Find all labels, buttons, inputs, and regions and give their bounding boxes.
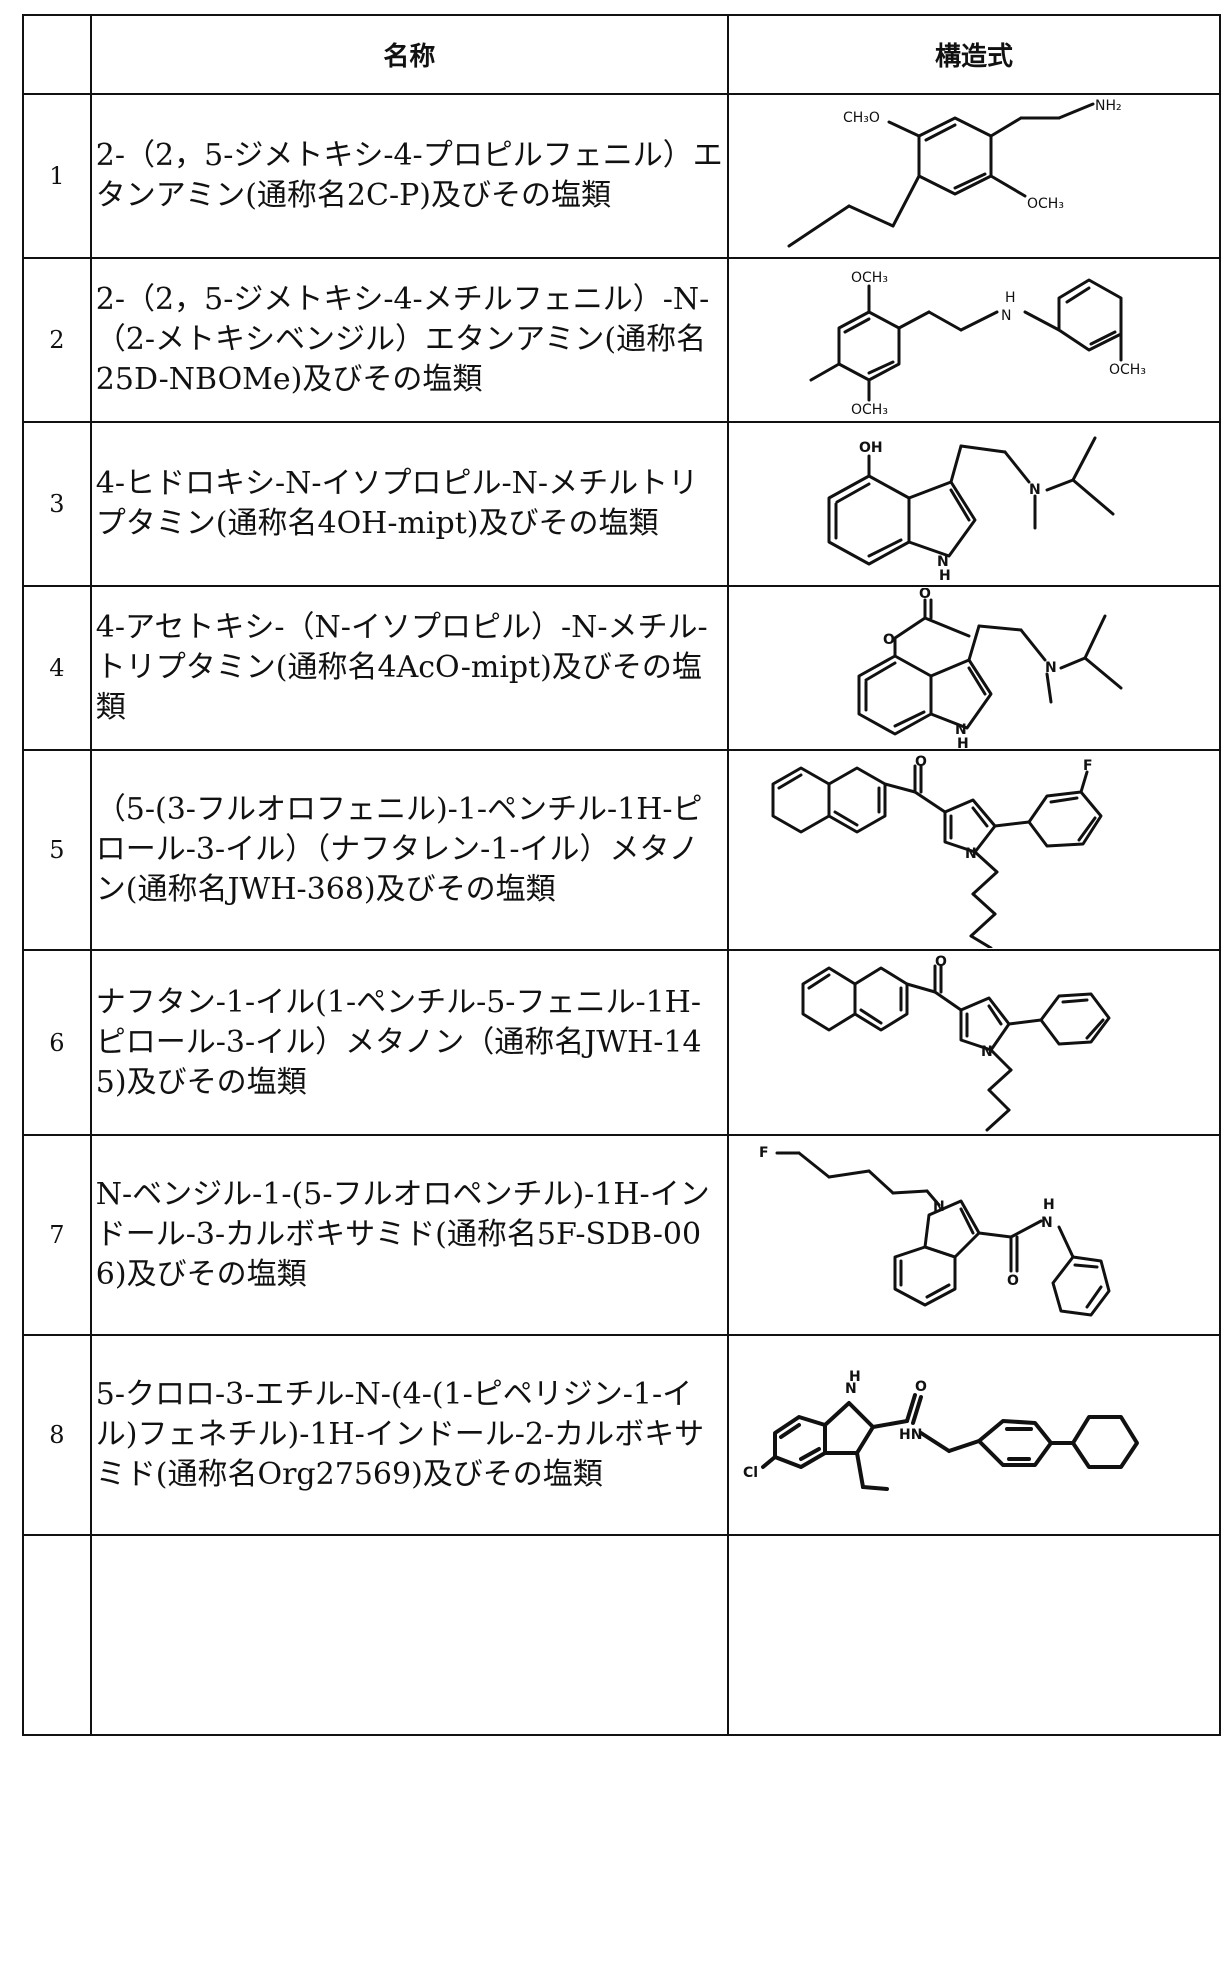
atom-label: N — [937, 554, 949, 570]
atom-label: OCH₃ — [851, 402, 888, 418]
chemical-structure-25d-nbome-icon: OCH₃ H N OCH₃ OCH₃ — [809, 270, 1146, 418]
table-row — [22, 1534, 1221, 1736]
row-number — [22, 1534, 92, 1736]
structure-cell: O O N N H — [726, 585, 1221, 751]
atom-label: O — [915, 754, 927, 770]
atom-label: OH — [859, 440, 883, 456]
chemical-structure-5f-sdb-006-icon: F N H N O — [759, 1145, 1111, 1317]
table-row: 2 2-（2，5-ジメトキシ-4-メチルフェニル）-N-（2-メトキシベンジル）… — [22, 257, 1221, 423]
table-header-row: 名称 構造式 — [22, 14, 1221, 95]
substance-name: （5-(3-フルオロフェニル)-1-ペンチル-1H-ピロール-3-イル）（ナフタ… — [89, 749, 729, 951]
atom-label: H — [957, 736, 969, 748]
chemical-structure-org27569-icon: N H O Cl HN — [743, 1369, 1139, 1491]
atom-label: OCH₃ — [1027, 196, 1064, 212]
structure-cell: O F N — [726, 749, 1221, 951]
atom-label: N — [1041, 1215, 1053, 1231]
atom-label: O — [915, 1379, 927, 1395]
atom-label: F — [759, 1145, 769, 1161]
table-row: 4 4-アセトキシ-（N-イソプロピル）-N-メチル-トリプタミン(通称名4Ac… — [22, 585, 1221, 751]
table-row: 6 ナフタン-1-イル(1-ペンチル-5-フェニル-1H-ピロール-3-イル）メ… — [22, 949, 1221, 1136]
atom-label: H — [1005, 290, 1016, 306]
structure-cell — [726, 1534, 1221, 1736]
atom-label: N — [933, 1199, 945, 1215]
row-number: 8 — [22, 1334, 92, 1536]
atom-label: H — [1043, 1197, 1055, 1213]
atom-label: O — [935, 954, 947, 970]
table-row: 7 N-ベンジル-1-(5-フルオロペンチル)-1H-インドール-3-カルボキサ… — [22, 1134, 1221, 1336]
table-row: 1 2-（2，5-ジメトキシ-4-プロピルフェニル）エタンアミン(通称名2C-P… — [22, 93, 1221, 259]
structure-cell: OH N N H — [726, 421, 1221, 587]
row-number: 6 — [22, 949, 92, 1136]
atom-label: Cl — [743, 1465, 758, 1481]
table-row: 8 5-クロロ-3-エチル-N-(4-(1-ピペリジン-1-イル)フェネチル)-… — [22, 1334, 1221, 1536]
atom-label: N — [955, 722, 967, 738]
substance-name: 2-（2，5-ジメトキシ-4-メチルフェニル）-N-（2-メトキシベンジル）エタ… — [89, 257, 729, 423]
atom-label: OCH₃ — [851, 270, 888, 286]
atom-label: N — [1001, 308, 1011, 324]
row-number: 7 — [22, 1134, 92, 1336]
row-number: 4 — [22, 585, 92, 751]
chemical-structure-4aco-mipt-icon: O O N N H — [857, 588, 1123, 748]
header-number-cell — [22, 14, 92, 95]
row-number: 5 — [22, 749, 92, 951]
atom-label: N — [1045, 660, 1057, 676]
atom-label: O — [919, 588, 931, 602]
substance-name: 4-アセトキシ-（N-イソプロピル）-N-メチル-トリプタミン(通称名4AcO-… — [89, 585, 729, 751]
substance-table: 名称 構造式 1 2-（2，5-ジメトキシ-4-プロピルフェニル）エタンアミン(… — [22, 14, 1221, 1736]
atom-label: NH₂ — [1095, 98, 1122, 114]
header-name-cell: 名称 — [89, 14, 729, 95]
table-row: 3 4-ヒドロキシ-N-イソプロピル-N-メチルトリプタミン(通称名4OH-mi… — [22, 421, 1221, 587]
chemical-structure-jwh-145-icon: O N — [801, 954, 1111, 1132]
row-number: 2 — [22, 257, 92, 423]
atom-label: HN — [899, 1427, 922, 1443]
substance-name: N-ベンジル-1-(5-フルオロペンチル)-1H-インドール-3-カルボキサミド… — [89, 1134, 729, 1336]
atom-label: N — [965, 846, 977, 862]
structure-cell: O N — [726, 949, 1221, 1136]
structure-cell: F N H N O — [726, 1134, 1221, 1336]
row-number: 3 — [22, 421, 92, 587]
atom-label: H — [939, 568, 951, 584]
structure-cell: CH₃O NH₂ OCH₃ — [726, 93, 1221, 259]
atom-label: N — [1029, 482, 1041, 498]
substance-name: 4-ヒドロキシ-N-イソプロピル-N-メチルトリプタミン(通称名4OH-mipt… — [89, 421, 729, 587]
header-structure-cell: 構造式 — [726, 14, 1221, 95]
atom-label: O — [883, 632, 895, 648]
table-row: 5 （5-(3-フルオロフェニル)-1-ペンチル-1H-ピロール-3-イル）（ナ… — [22, 749, 1221, 951]
chemical-structure-jwh-368-icon: O F N — [771, 754, 1103, 948]
atom-label: N — [845, 1381, 857, 1397]
structure-cell: OCH₃ H N OCH₃ OCH₃ — [726, 257, 1221, 423]
atom-label: O — [1007, 1273, 1019, 1289]
structure-cell: N H O Cl HN — [726, 1334, 1221, 1536]
atom-label: N — [981, 1044, 993, 1060]
chemical-structure-2c-p-icon: CH₃O NH₂ OCH₃ — [787, 98, 1122, 248]
row-number: 1 — [22, 93, 92, 259]
atom-label: F — [1083, 758, 1093, 774]
atom-label: H — [849, 1369, 861, 1385]
substance-name: ナフタン-1-イル(1-ペンチル-5-フェニル-1H-ピロール-3-イル）メタノ… — [89, 949, 729, 1136]
substance-name: 5-クロロ-3-エチル-N-(4-(1-ピペリジン-1-イル)フェネチル)-1H… — [89, 1334, 729, 1536]
substance-name: 2-（2，5-ジメトキシ-4-プロピルフェニル）エタンアミン(通称名2C-P)及… — [89, 93, 729, 259]
substance-name — [89, 1534, 729, 1736]
chemical-structure-4oh-mipt-icon: OH N N H — [827, 436, 1115, 584]
atom-label: OCH₃ — [1109, 362, 1146, 378]
atom-label: CH₃O — [843, 110, 880, 126]
